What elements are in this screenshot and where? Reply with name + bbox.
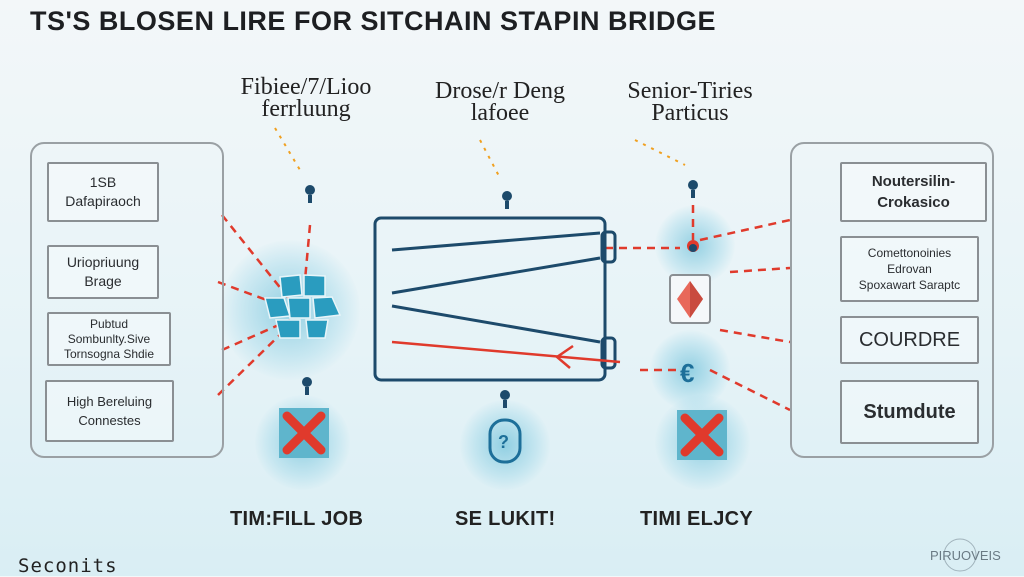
top-label-right-line1: Senior-Tiries [627, 78, 753, 104]
left-box-2-line1: Uriopriuung [66, 254, 140, 270]
top-label-center-line1: Drose/r Deng [435, 78, 565, 104]
left-box-3-line2: Sombunlty.Sive [67, 331, 151, 346]
diamond-icon [669, 274, 711, 324]
diagram-title: TS'S BLOSEN LIRE FOR SITCHAIN STAPIN BRI… [30, 6, 716, 36]
watermark-logo [943, 538, 977, 572]
euro-icon: € [680, 358, 694, 388]
lock-question-icon: ? [488, 418, 522, 464]
right-box-2-line2: Edrovan [887, 262, 932, 276]
right-box-1[interactable]: Noutersilin- Crokasico [840, 162, 987, 222]
x-icon-right [677, 410, 727, 460]
top-label-left: Fibiee/7/Lioo ferrluung [226, 74, 386, 122]
right-box-1-line2: Crokasico [877, 194, 950, 211]
hexagon-cluster-icon [264, 274, 342, 339]
left-box-2-line2: Brage [84, 273, 122, 289]
left-box-4-line2: Connestes [78, 413, 141, 428]
bottom-label-right: TIMI ELJCY [640, 508, 754, 530]
robot-icons [302, 180, 698, 408]
watermark-text: PIRUOVEIS [930, 548, 1001, 563]
top-label-right-line2: Particus [651, 100, 729, 126]
top-label-right: Senior-Tiries Particus [610, 78, 770, 126]
red-arrow [391, 340, 621, 369]
right-box-4-line1: Stumdute [863, 400, 956, 423]
svg-text:?: ? [498, 432, 509, 452]
network-node-icon [687, 240, 699, 252]
left-box-1-line2: Dafapiraoch [65, 193, 141, 209]
bottom-label-center: SE LUKIT! [455, 508, 556, 530]
left-box-3-line3: Tornsogna Shdie [63, 346, 155, 361]
right-box-2-line1: Comettonoinies [867, 246, 952, 260]
footer-text: Seconits [18, 555, 118, 577]
left-box-1[interactable]: 1SB Dafapiraoch [47, 162, 159, 222]
bridge-frame [373, 216, 617, 382]
left-box-1-line1: 1SB [89, 174, 117, 190]
right-panel [790, 142, 994, 458]
top-label-left-line2: ferrluung [261, 96, 351, 122]
top-label-center-line2: lafoee [470, 100, 530, 126]
right-box-3-line1: COURDRE [858, 328, 961, 351]
top-label-left-line1: Fibiee/7/Lioo [240, 74, 372, 100]
right-box-1-line1: Noutersilin- [871, 173, 956, 190]
x-icon-left [279, 408, 329, 458]
spark-lines [274, 127, 686, 179]
right-box-4[interactable]: Stumdute [840, 380, 979, 444]
left-box-4-line1: High Bereluing [66, 394, 153, 409]
left-panel [30, 142, 224, 458]
lock-glow [460, 400, 550, 490]
top-label-center: Drose/r Deng lafoee [420, 78, 580, 126]
bottom-label-left: TIM:FILL JOB [230, 508, 364, 530]
right-box-3[interactable]: COURDRE [840, 316, 979, 364]
left-box-3-line1: Pubtud [89, 316, 129, 331]
right-box-2-line3: Spoxawart Saraptc [858, 278, 961, 292]
